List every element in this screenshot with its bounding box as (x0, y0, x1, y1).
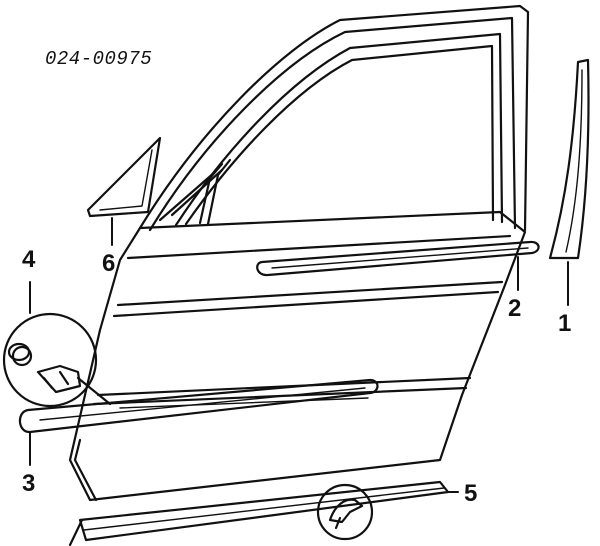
leader-lines (29, 217, 569, 493)
clip-detail-circle (2, 312, 112, 408)
triangle-trim (86, 136, 162, 218)
sill-clip-detail-circle (316, 483, 374, 541)
callout-6: 6 (102, 250, 116, 277)
door-window-frame (138, 4, 530, 232)
callout-3: 3 (22, 470, 36, 497)
callout-4: 4 (22, 246, 36, 273)
lower-molding-strip (18, 378, 379, 434)
callout-5: 5 (464, 480, 478, 507)
sill-molding (68, 480, 450, 546)
callout-2: 2 (508, 295, 522, 322)
callout-1: 1 (558, 310, 572, 337)
door-panel (68, 210, 527, 502)
pillar-trim (548, 58, 590, 260)
upper-molding-strip (256, 240, 540, 277)
reference-number: 024-00975 (45, 48, 153, 70)
